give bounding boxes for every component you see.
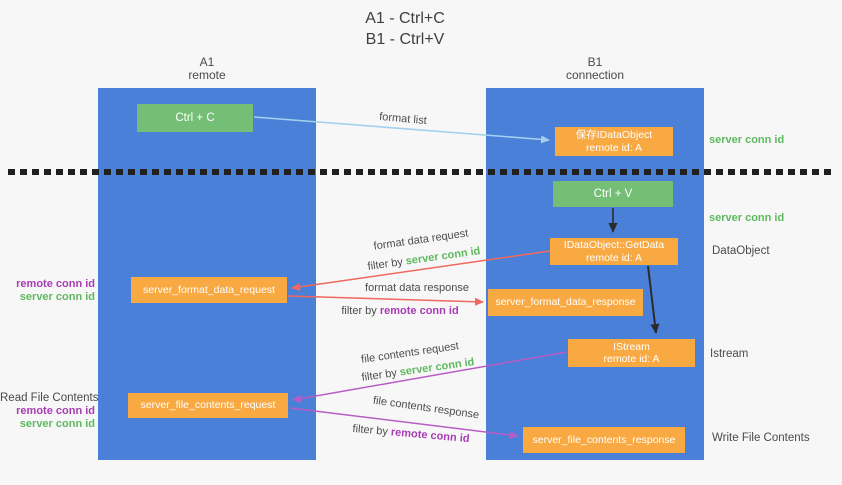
node-save-idataobject: 保存IDataObject remote id: A: [555, 127, 673, 156]
node-server-file-contents-request: server_file_contents_request: [128, 393, 288, 418]
node-idataobject-getdata: IDataObject::GetData remote id: A: [550, 238, 678, 265]
node-format-response-label: server_format_data_response: [495, 296, 636, 309]
dotted-divider-line: [8, 169, 832, 175]
node-save-line2: remote id: A: [585, 141, 643, 154]
lane-b1-subtitle: connection: [565, 68, 625, 82]
node-format-request-label: server_format_data_request: [143, 283, 275, 296]
flow-label-format-list: format list: [379, 111, 428, 127]
label-server-conn-id-format: server conn id: [19, 291, 95, 303]
server-conn-id-text: server conn id: [398, 356, 476, 379]
node-ctrl-c: Ctrl + C: [137, 104, 253, 132]
label-write-file-contents: Write File Contents: [712, 432, 810, 444]
label-server-conn-id-file: server conn id: [19, 418, 95, 430]
left-conn-id-block-format: remote conn id server conn id: [0, 278, 95, 304]
title-line-1: A1 - Ctrl+C: [365, 10, 445, 27]
label-read-file-contents: Read File Contents: [0, 392, 99, 404]
node-server-format-data-request: server_format_data_request: [131, 277, 287, 303]
node-ctrl-v: Ctrl + V: [553, 181, 673, 207]
node-getdata-line2: remote id: A: [585, 251, 643, 264]
label-remote-conn-id-format: remote conn id: [16, 278, 95, 290]
label-dataobject: DataObject: [712, 245, 770, 257]
flow-label-filter-by-remote-conn-id-2: filter by remote conn id: [352, 423, 470, 445]
lane-a1-name: A1: [199, 55, 215, 69]
diagram-title: A1 - Ctrl+C B1 - Ctrl+V: [300, 8, 510, 50]
node-istream: IStream remote id: A: [568, 339, 695, 367]
filter-by-text: filter by: [360, 366, 401, 384]
node-ctrl-v-label: Ctrl + V: [593, 188, 633, 200]
format-list-text: format list: [378, 110, 428, 128]
filter-by-text: filter by: [366, 255, 407, 273]
node-getdata-line1: IDataObject::GetData: [563, 239, 665, 251]
server-conn-id-text: server conn id: [404, 245, 482, 268]
filter-by-text: filter by: [341, 305, 380, 317]
label-server-conn-id-top: server conn id: [709, 134, 785, 146]
flow-label-format-data-response: format data response: [365, 282, 469, 294]
node-server-format-data-response: server_format_data_response: [488, 289, 643, 316]
flow-label-file-contents-response: file contents response: [372, 395, 480, 422]
lane-a1-subtitle: remote: [188, 68, 226, 82]
file-contents-response-text: file contents response: [372, 394, 480, 422]
lane-header-a1: A1 remote: [98, 56, 316, 82]
left-file-block: Read File Contents remote conn id server…: [0, 392, 99, 431]
node-istream-line2: remote id: A: [603, 353, 660, 365]
filter-by-text: filter by: [352, 422, 392, 439]
node-server-file-contents-response: server_file_contents_response: [523, 427, 685, 453]
node-save-line1: 保存IDataObject: [575, 129, 653, 141]
label-remote-conn-id-file: remote conn id: [16, 405, 95, 417]
lane-header-b1: B1 connection: [486, 56, 704, 82]
node-file-request-label: server_file_contents_request: [140, 399, 276, 412]
arrow-format-data-response: [287, 295, 484, 306]
label-server-conn-id-mid: server conn id: [709, 212, 785, 224]
format-data-response-text: format data response: [365, 282, 469, 294]
node-ctrl-c-label: Ctrl + C: [175, 112, 215, 124]
label-istream: Istream: [710, 348, 749, 360]
flow-label-filter-by-remote-conn-id-1: filter by remote conn id: [341, 305, 458, 317]
node-file-response-label: server_file_contents_response: [532, 433, 676, 446]
node-istream-line1: IStream: [613, 340, 650, 353]
remote-conn-id-text: remote conn id: [379, 305, 459, 317]
title-line-2: B1 - Ctrl+V: [365, 31, 445, 48]
remote-conn-id-text: remote conn id: [390, 426, 470, 446]
lane-b1-name: B1: [587, 55, 603, 69]
